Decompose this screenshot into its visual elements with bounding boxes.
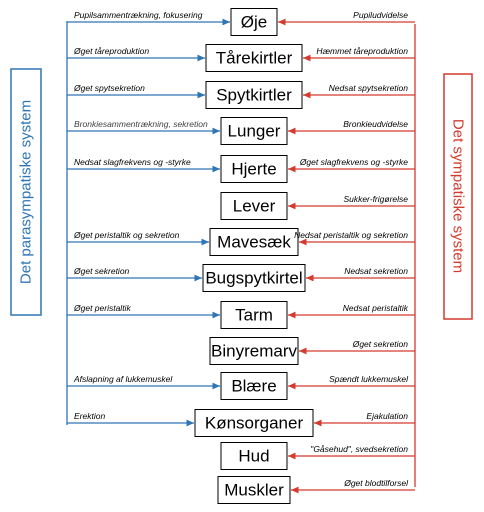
organ-label: Lunger <box>228 121 281 140</box>
organ-box <box>209 337 299 365</box>
organ-row-muskler: Muskler Øget blodtilforsel <box>217 476 415 504</box>
organ-row-hjerte: Hjerte Nedsat slagfrekvens og -styrke Øget… <box>67 155 415 183</box>
parasympathetic-effect-label: Afslapning af lukkemuskel <box>73 374 173 384</box>
sympathetic-system-title: Det sympatiske system <box>450 119 467 273</box>
parasympathetic-effect-label: Øget tåreproduktion <box>73 46 149 56</box>
sympathetic-system-box <box>443 73 473 320</box>
organ-label: Spytkirtler <box>216 85 292 104</box>
organ-row-spytkirtler: Spytkirtler Øget spytsekretion Nedsat spyt… <box>67 81 415 109</box>
organ-box <box>220 155 288 183</box>
organ-row-koensorganer: Kønsorganer Erektion Ejakulation <box>67 409 415 437</box>
parasympathetic-effect-label: Øget peristaltik <box>73 303 131 313</box>
organ-box <box>220 117 288 145</box>
organ-label: Mavesæk <box>217 232 291 251</box>
sympathetic-effect-label: Pupiludvidelse <box>353 10 408 20</box>
organ-row-oeje: Øje Pupilsammentrækning, fokusering Pupilu… <box>67 8 415 36</box>
organ-box <box>220 442 288 470</box>
organ-rows: Øje Pupilsammentrækning, fokusering Pupilu… <box>67 8 415 504</box>
sympathetic-effect-label: Sukker-frigørelse <box>343 194 408 204</box>
organ-row-taarekirtler: Tårekirtler Øget tåreproduktion Hæmmet tår… <box>67 44 415 72</box>
organ-box <box>220 192 288 220</box>
organ-box <box>230 8 278 36</box>
sympathetic-effect-label: Øget blodtilforsel <box>343 478 409 488</box>
sympathetic-effect-label: Hæmmet tåreproduktion <box>316 46 408 56</box>
organ-row-binyremarv: Binyremarv Øget sekretion <box>209 337 415 365</box>
organ-box <box>202 264 306 292</box>
sympathetic-effect-label: Bronkieudvidelse <box>343 119 408 129</box>
sympathetic-effect-label: Nedsat peristaltik <box>343 303 409 313</box>
sympathetic-effect-label: Nedsat sekretion <box>344 266 408 276</box>
organ-box <box>209 228 299 256</box>
organ-box <box>205 81 303 109</box>
organ-box <box>205 44 303 72</box>
organ-row-lever: Lever Sukker-frigørelse <box>220 192 415 220</box>
sympathetic-effect-label: Spændt lukkemuskel <box>329 374 409 384</box>
organ-row-lunger: Lunger Bronkiesammentrækning, sekretion Br… <box>67 117 415 145</box>
organ-label: Øje <box>241 12 267 31</box>
organ-row-mavesaek: Mavesæk Øget peristaltik og sekretion Neds… <box>67 228 415 256</box>
organ-box <box>220 372 288 400</box>
sympathetic-effect-label: Nedsat spytsekretion <box>329 83 409 93</box>
sympathetic-effect-label: Øget sekretion <box>352 339 409 349</box>
organ-box <box>217 476 291 504</box>
parasympathetic-effect-label: Øget sekretion <box>73 266 130 276</box>
sympathetic-effect-label: Nedsat peristaltik og sekretion <box>294 230 408 240</box>
organ-label: Muskler <box>224 480 284 499</box>
parasympathetic-effect-label: Pupilsammentrækning, fokusering <box>74 10 203 20</box>
sympathetic-effect-label: Ejakulation <box>366 411 408 421</box>
parasympathetic-effect-label: Nedsat slagfrekvens og -styrke <box>74 157 191 167</box>
sympathetic-effect-label: Øget slagfrekvens og -styrke <box>299 157 408 167</box>
organ-label: Kønsorganer <box>205 413 304 432</box>
organ-label: Hud <box>238 446 269 465</box>
organ-row-bugspytkirtel: Bugspytkirtel Øget sekretion Nedsat sekret… <box>67 264 415 292</box>
parasympathetic-system-title: Det parasympatiske system <box>18 100 35 284</box>
organ-label: Bugspytkirtel <box>205 268 302 287</box>
organ-row-hud: Hud "Gåsehud", svedsekretion <box>220 442 415 470</box>
organ-label: Blære <box>231 376 276 395</box>
sympathetic-effect-label: "Gåsehud", svedsekretion <box>310 444 408 454</box>
parasympathetic-system-box <box>10 68 42 316</box>
parasympathetic-effect-label: Bronkiesammentrækning, sekretion <box>74 119 208 129</box>
organ-box <box>194 409 314 437</box>
organ-label: Tårekirtler <box>216 48 293 67</box>
organ-row-blaere: Blære Afslapning af lukkemuskel Spændt luk… <box>67 372 415 400</box>
parasympathetic-effect-label: Øget peristaltik og sekretion <box>73 230 180 240</box>
parasympathetic-effect-label: Erektion <box>74 411 105 421</box>
organ-label: Hjerte <box>231 159 276 178</box>
organ-row-tarm: Tarm Øget peristaltik Nedsat peristaltik <box>67 301 415 329</box>
organ-label: Binyremarv <box>211 341 297 360</box>
organ-box <box>220 301 288 329</box>
organ-label: Tarm <box>235 305 273 324</box>
parasympathetic-effect-label: Øget spytsekretion <box>73 83 145 93</box>
organ-label: Lever <box>233 196 276 215</box>
